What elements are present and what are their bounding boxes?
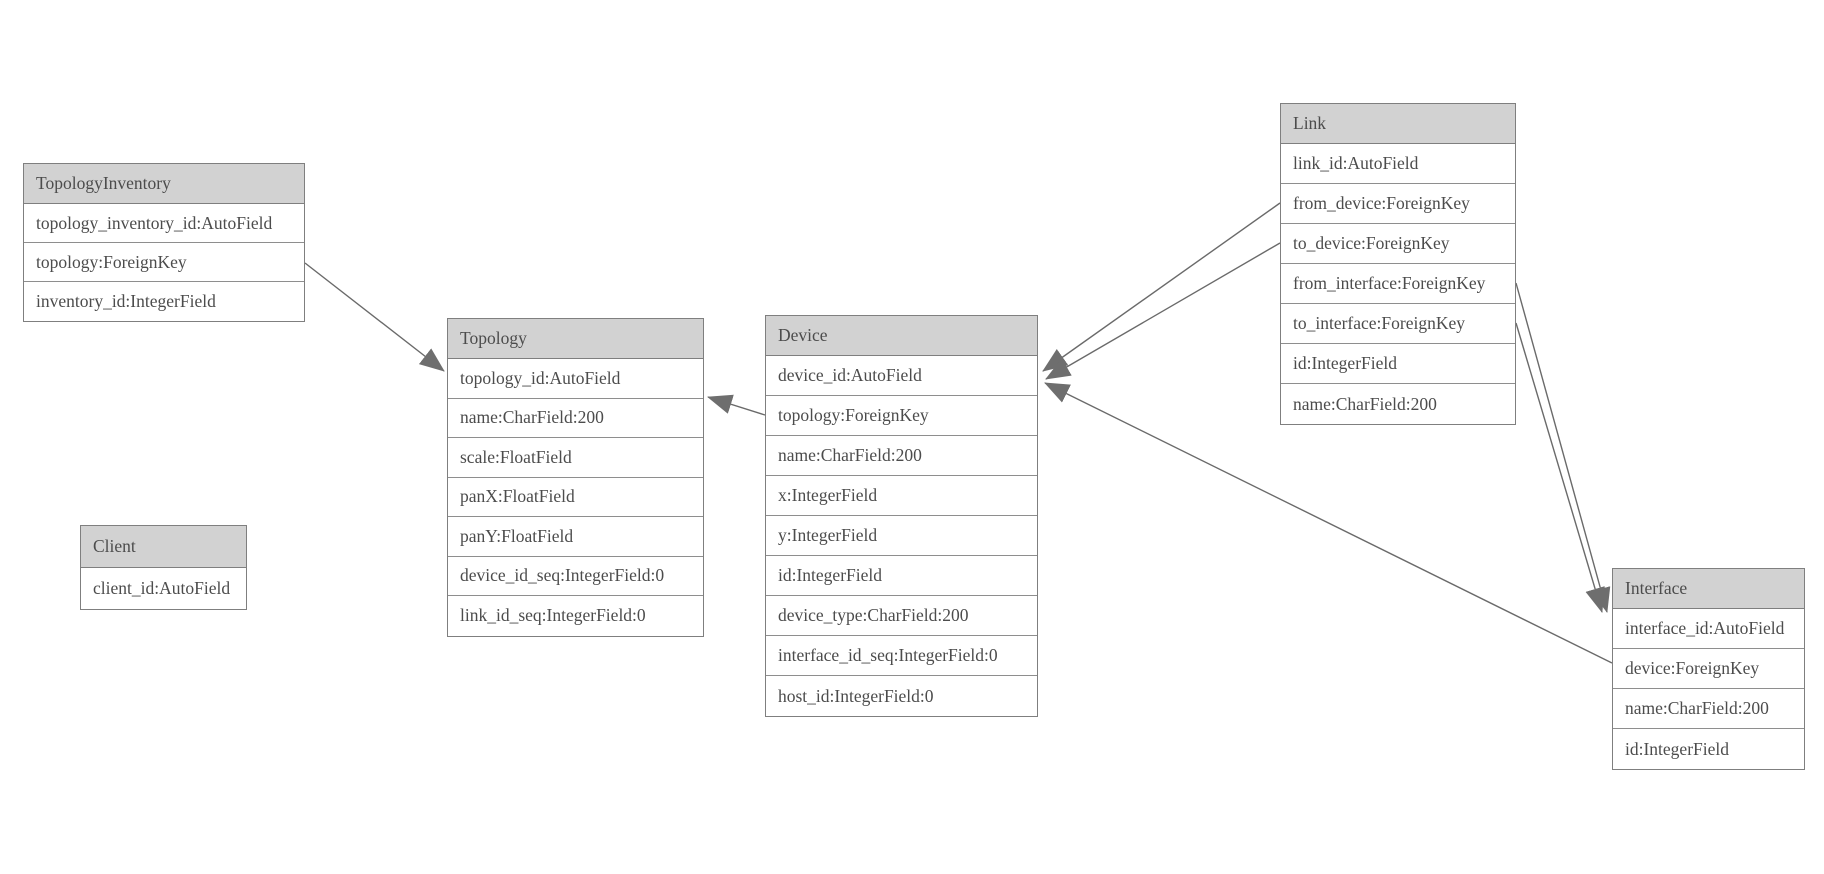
entity-field-row: link_id:AutoField [1281,144,1515,184]
entity-field-row: id:IntegerField [1613,729,1804,769]
entity-field-row: interface_id:AutoField [1613,609,1804,649]
edge-topologyinventory-topology-to-topology [304,262,445,372]
entity-field-row: host_id:IntegerField:0 [766,676,1037,716]
entity-field-row: client_id:AutoField [81,568,246,609]
entity-field-row: panY:FloatField [448,517,703,557]
entity-field-row: topology:ForeignKey [24,243,304,282]
entity-header-link: Link [1281,104,1515,144]
entity-field-row: device:ForeignKey [1613,649,1804,689]
entity-field-row: device_type:CharField:200 [766,596,1037,636]
entity-field-row: id:IntegerField [766,556,1037,596]
edge-device-topology-to-topology [707,394,766,416]
entity-header-interface: Interface [1613,569,1804,609]
entity-field-row: topology_id:AutoField [448,359,703,399]
entity-field-row: to_interface:ForeignKey [1281,304,1515,344]
entity-field-row: device_id_seq:IntegerField:0 [448,556,703,596]
entity-field-row: panX:FloatField [448,477,703,517]
entity-header-client: Client [81,526,246,568]
edge-link-from_device-to-device [1042,202,1281,372]
entity-field-row: name:CharField:200 [766,436,1037,476]
entity-header-device: Device [766,316,1037,356]
entity-field-row: name:CharField:200 [1613,689,1804,729]
entity-field-row: x:IntegerField [766,476,1037,516]
entity-field-row: topology_inventory_id:AutoField [24,204,304,243]
edge-link-from_interface-to-interface [1515,282,1611,613]
entity-field-row: from_device:ForeignKey [1281,184,1515,224]
entity-field-row: interface_id_seq:IntegerField:0 [766,636,1037,676]
entity-field-row: name:CharField:200 [448,398,703,438]
edge-link-to_interface-to-interface [1515,322,1605,613]
entity-header-topology-inventory: TopologyInventory [24,164,304,204]
entity-field-row: to_device:ForeignKey [1281,224,1515,264]
entity-field-row: id:IntegerField [1281,344,1515,384]
entity-header-topology: Topology [448,319,703,359]
edge-interface-device-to-device [1044,382,1613,664]
entity-field-row: link_id_seq:IntegerField:0 [448,596,703,636]
entity-field-row: name:CharField:200 [1281,384,1515,424]
entity-field-row: y:IntegerField [766,516,1037,556]
entity-field-row: device_id:AutoField [766,356,1037,396]
entity-field-row: inventory_id:IntegerField [24,282,304,321]
entity-field-row: from_interface:ForeignKey [1281,264,1515,304]
entity-field-row: scale:FloatField [448,438,703,478]
entity-field-row: topology:ForeignKey [766,396,1037,436]
edge-link-to_device-to-device [1045,242,1281,380]
